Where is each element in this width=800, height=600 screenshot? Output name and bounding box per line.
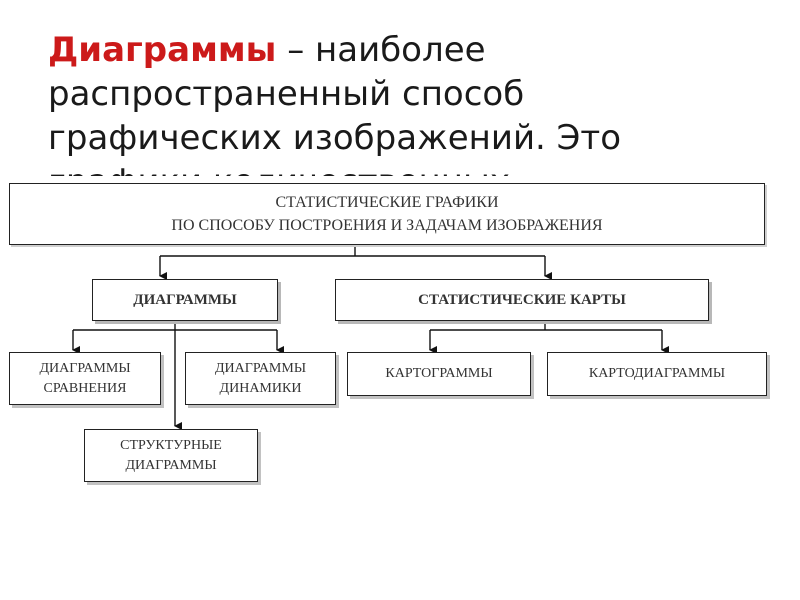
node-comparison-line-2: СРАВНЕНИЯ	[43, 380, 127, 396]
node-diagrams: ДИАГРАММЫ	[92, 279, 278, 321]
node-comparison-line-1: ДИАГРАММЫ	[39, 360, 131, 376]
node-cartodiagrams: КАРТОДИАГРАММЫ	[547, 352, 767, 396]
node-statistical-maps: СТАТИСТИЧЕСКИЕ КАРТЫ	[335, 279, 709, 321]
heading-line-3: графических изображений. Это	[48, 118, 622, 158]
node-root-line-1: СТАТИСТИЧЕСКИЕ ГРАФИКИ	[275, 194, 499, 211]
slide-heading: Диаграммы – наиболее распространенный сп…	[48, 28, 768, 180]
node-maps-label: СТАТИСТИЧЕСКИЕ КАРТЫ	[418, 291, 626, 308]
node-dynamics-diagrams: ДИАГРАММЫ ДИНАМИКИ	[185, 352, 336, 405]
heading-overlap-mask	[9, 176, 769, 184]
node-comparison-diagrams: ДИАГРАММЫ СРАВНЕНИЯ	[9, 352, 161, 405]
node-cartograms: КАРТОГРАММЫ	[347, 352, 531, 396]
node-structural-diagrams: СТРУКТУРНЫЕ ДИАГРАММЫ	[84, 429, 258, 482]
node-cartodiagrams-label: КАРТОДИАГРАММЫ	[588, 366, 726, 381]
node-root-line-2: ПО СПОСОБУ ПОСТРОЕНИЯ И ЗАДАЧАМ ИЗОБРАЖЕ…	[171, 217, 603, 234]
heading-line-2: распространенный способ	[48, 74, 525, 114]
node-structural-line-2: ДИАГРАММЫ	[125, 457, 217, 473]
node-statistical-graphs: СТАТИСТИЧЕСКИЕ ГРАФИКИ ПО СПОСОБУ ПОСТРО…	[9, 183, 765, 245]
heading-accent-term: Диаграммы	[48, 30, 277, 70]
node-dynamics-line-2: ДИНАМИКИ	[219, 380, 302, 396]
node-diagrams-label: ДИАГРАММЫ	[133, 291, 237, 308]
node-structural-line-1: СТРУКТУРНЫЕ	[120, 437, 222, 453]
heading-line-1: Диаграммы – наиболее	[48, 28, 768, 72]
node-cartograms-label: КАРТОГРАММЫ	[385, 366, 493, 381]
heading-line-1-rest: – наиболее	[276, 30, 486, 70]
heading-line-4: графики количественных	[48, 160, 768, 180]
node-dynamics-line-1: ДИАГРАММЫ	[214, 360, 307, 376]
